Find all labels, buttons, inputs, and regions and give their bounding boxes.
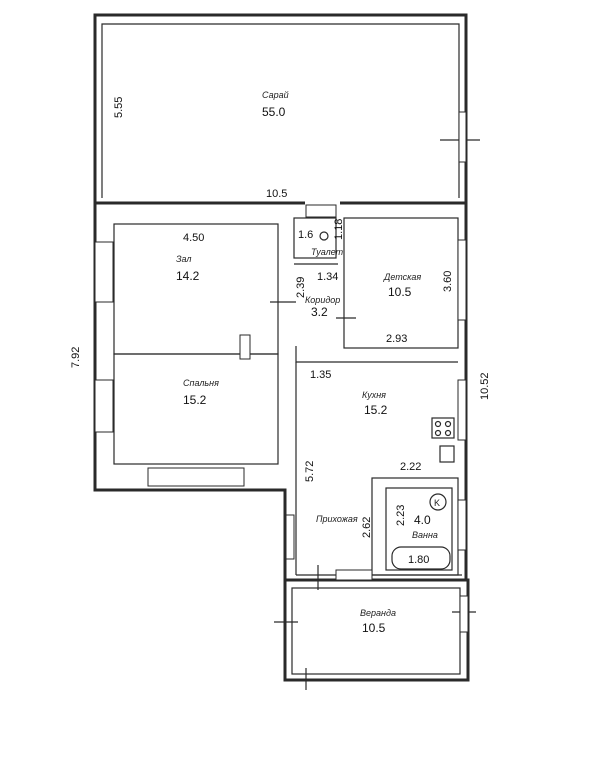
room-prikhozhaya: Прихожая 2.62 — [285, 514, 373, 590]
dim-total-length: 10.52 — [479, 372, 491, 400]
dim-saray-width: 10.5 — [266, 188, 287, 200]
room-kukhnya: 1.35 Кухня 15.2 5.72 2.22 — [295, 346, 467, 575]
room-area: 14.2 — [176, 269, 200, 283]
room-area: 4.0 — [414, 513, 431, 527]
room-koridor: 1.34 2.39 Коридор 3.2 — [294, 263, 340, 319]
dim-kitchen-width: 2.22 — [400, 461, 421, 473]
room-detskaya: Детская 10.5 3.60 2.93 — [336, 217, 467, 349]
dim-house-depth: 7.92 — [70, 347, 82, 368]
room-name: Веранда — [360, 608, 396, 618]
burner-icon — [444, 420, 452, 428]
dim-hall-length: 2.62 — [361, 517, 373, 538]
dim-detskaya-width: 2.93 — [386, 333, 407, 345]
room-name: Коридор — [305, 295, 340, 305]
room-area: 10.5 — [362, 621, 386, 635]
room-name: Прихожая — [316, 514, 358, 524]
room-area: 1.6 — [298, 229, 313, 241]
room-name: Зал — [176, 254, 192, 264]
room-name: Ванна — [412, 530, 438, 540]
room-name: Сарай — [262, 90, 289, 100]
sink-icon — [439, 445, 455, 463]
toilet-icon — [319, 231, 329, 241]
dim-koridor-width: 1.34 — [317, 271, 338, 283]
room-area: 55.0 — [262, 105, 286, 119]
burner-icon — [434, 420, 442, 428]
dim-zal-width: 4.50 — [183, 232, 204, 244]
dim-koridor-height: 2.39 — [295, 277, 307, 298]
room-name: Туалет — [311, 247, 344, 257]
room-zal: 4.50 Зал 14.2 — [94, 223, 296, 355]
dim-tualet-depth: 1.18 — [333, 219, 345, 240]
dim-kitchen-offset: 1.35 — [310, 369, 331, 381]
dim-bath-length: 2.23 — [395, 505, 407, 526]
boiler-icon — [429, 493, 447, 511]
burner-icon — [444, 429, 452, 437]
boiler-symbol: K — [434, 498, 440, 508]
room-area: 15.2 — [364, 403, 388, 417]
room-saray: Сарай 55.0 5.55 10.5 — [93, 13, 480, 205]
dim-detskaya-height: 3.60 — [442, 271, 454, 292]
room-area: 15.2 — [183, 393, 207, 407]
stove-icon — [431, 417, 455, 439]
room-area: 10.5 — [388, 285, 412, 299]
burner-icon — [434, 429, 442, 437]
room-tualet: 1.6 1.18 Туалет — [293, 204, 345, 259]
room-name: Детская — [383, 272, 421, 282]
dim-saray-height: 5.55 — [113, 97, 125, 118]
room-name: Спальня — [183, 378, 219, 388]
bathtub-icon — [391, 546, 451, 570]
room-veranda: Веранда 10.5 — [274, 587, 476, 690]
dim-tub-length: 1.80 — [408, 554, 429, 566]
room-name: Кухня — [362, 390, 386, 400]
room-area: 3.2 — [311, 305, 328, 319]
room-vannaya: 2.23 4.0 Ванна K 1.80 — [371, 477, 467, 576]
room-spalnya: Спальня 15.2 — [94, 334, 279, 487]
dim-kitchen-length: 5.72 — [304, 461, 316, 482]
